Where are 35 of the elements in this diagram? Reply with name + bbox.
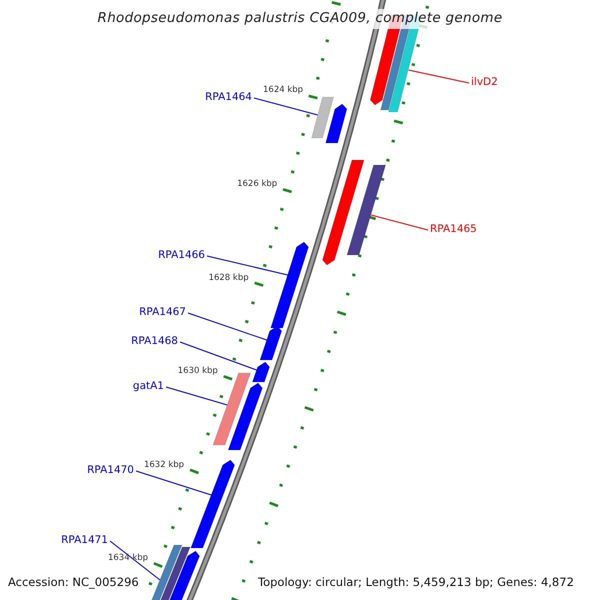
- leader-line: [188, 312, 268, 340]
- gene-block: [190, 460, 236, 548]
- accession-text: Accession: NC_005296: [8, 575, 139, 589]
- gene-label: RPA1464: [205, 91, 252, 103]
- gene-block: [311, 96, 334, 138]
- leader-line: [370, 214, 428, 230]
- scale-label: 1628 kbp: [208, 273, 249, 283]
- leader-line: [110, 540, 160, 580]
- gene-label: RPA1465: [430, 223, 477, 235]
- scale-label: 1634 kbp: [108, 553, 148, 563]
- leader-line: [180, 342, 258, 370]
- genome-info-text: Topology: circular; Length: 5,459,213 bp; Genes: 4,872: [258, 575, 574, 589]
- gene-label: RPA1468: [131, 335, 178, 347]
- gene-block: [270, 242, 309, 328]
- gene-block: [346, 164, 386, 256]
- gene-block: [228, 382, 263, 450]
- leader-line: [166, 386, 228, 406]
- gene-label: ilvD2: [471, 76, 498, 88]
- gene-block: [325, 104, 348, 144]
- scale-label: 1630 kbp: [178, 366, 218, 376]
- gene-block: [252, 362, 270, 382]
- scale-label: 1626 kbp: [237, 179, 278, 189]
- leader-line: [136, 470, 212, 496]
- leader-line: [206, 256, 288, 276]
- leader-line: [254, 98, 318, 116]
- gene-label: gatA1: [132, 380, 164, 392]
- scale-label: 1632 kbp: [144, 460, 184, 470]
- gene-label: RPA1471: [61, 534, 108, 546]
- gene-block: [260, 326, 282, 360]
- scale-label: 1624 kbp: [263, 85, 304, 95]
- gene-block: [322, 160, 364, 266]
- leader-line: [408, 70, 470, 84]
- gene-label: RPA1470: [87, 464, 134, 476]
- gene-label: RPA1467: [139, 306, 186, 318]
- gene-label: RPA1466: [158, 249, 205, 261]
